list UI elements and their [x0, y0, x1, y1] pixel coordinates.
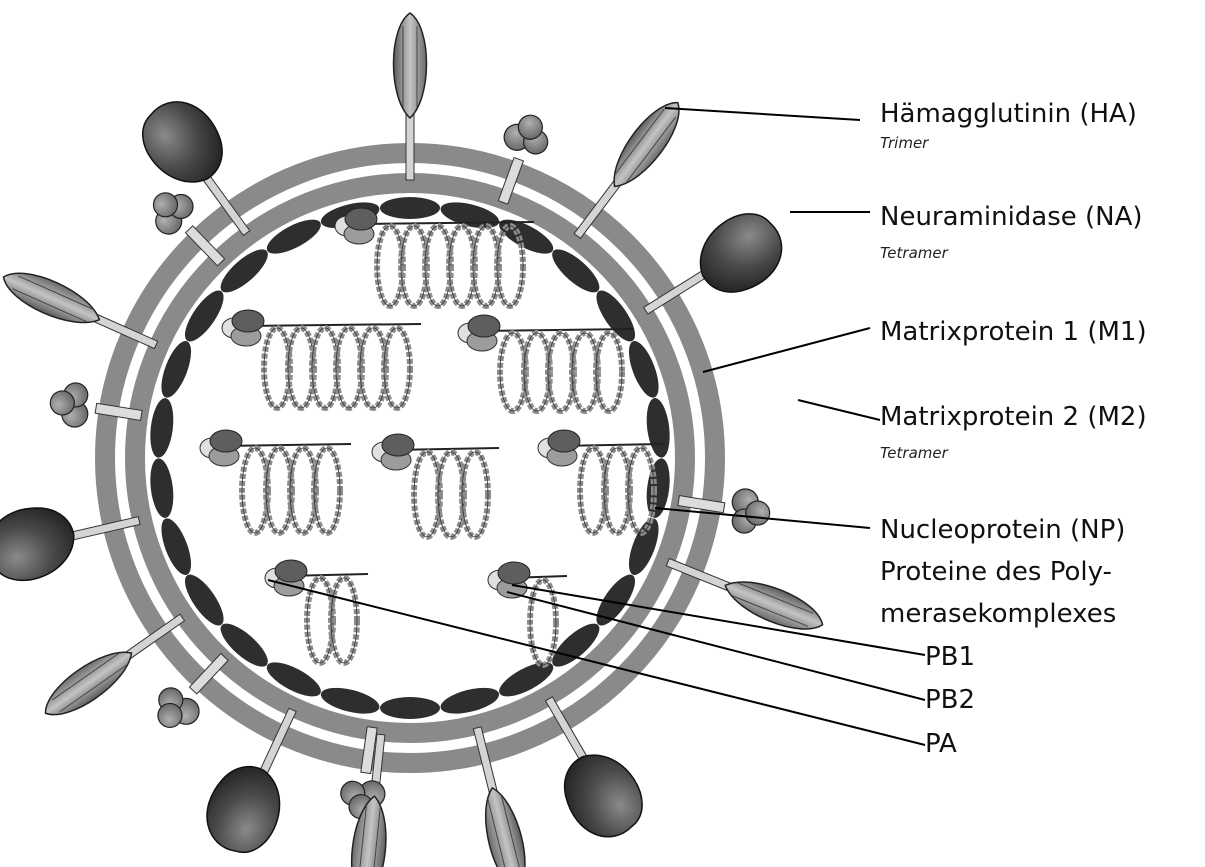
label-matrixprotein-1: Matrixprotein 1 (M1)	[880, 317, 1147, 347]
neuraminidase-spike	[194, 755, 294, 863]
rnp-segment	[538, 430, 665, 533]
label-neuraminidase: Neuraminidase (NA)	[880, 202, 1143, 232]
label-pa: PA	[925, 729, 957, 759]
hemagglutinin-spike	[0, 262, 106, 335]
label-matrixprotein-2-note: Tetramer	[880, 444, 949, 462]
label-nucleoprotein: Nucleoprotein (NP)	[880, 515, 1125, 545]
matrix-protein-m1	[147, 397, 176, 459]
rnp-segment	[488, 562, 567, 665]
rnp-segment	[335, 208, 534, 306]
neuraminidase-spike	[685, 201, 796, 306]
ha-stalk	[406, 110, 414, 180]
polymerase-pb1	[232, 310, 264, 332]
polymerase-pb1	[498, 562, 530, 584]
rnp-segment	[200, 430, 351, 533]
label-polymerase-line2: merasekomplexes	[880, 599, 1116, 629]
rnp-segment	[222, 310, 421, 408]
polymerase-pb1	[468, 315, 500, 337]
polymerase-pb1	[382, 434, 414, 456]
neuraminidase-spike	[129, 87, 237, 198]
label-pb1: PB1	[925, 642, 975, 672]
label-neuraminidase-note: Tetramer	[880, 244, 949, 262]
labels: Hämagglutinin (HA) Trimer Neuraminidase …	[880, 99, 1147, 759]
neuraminidase-spike	[0, 500, 81, 588]
polymerase-pb1	[548, 430, 580, 452]
matrix-protein-m1	[644, 397, 673, 459]
label-hemagglutinin-note: Trimer	[880, 134, 929, 152]
rnp-segment	[265, 560, 368, 663]
matrix-protein-m1	[147, 457, 176, 519]
hemagglutinin-spike	[476, 784, 533, 867]
label-polymerase-line1: Proteine des Poly-	[880, 557, 1112, 587]
label-pb2: PB2	[925, 685, 975, 715]
leader-m1	[703, 328, 870, 372]
matrix-protein-m1	[380, 697, 440, 719]
polymerase-pb1	[345, 208, 377, 230]
hemagglutinin-spike	[394, 13, 427, 118]
polymerase-pb1	[275, 560, 307, 582]
rnp-segment	[372, 434, 499, 537]
leader-ha	[665, 108, 860, 120]
label-hemagglutinin: Hämagglutinin (HA)	[880, 99, 1137, 129]
label-matrixprotein-2: Matrixprotein 2 (M2)	[880, 402, 1147, 432]
hemagglutinin-spike	[36, 640, 141, 727]
leader-m2	[798, 400, 880, 420]
matrix-protein-m1	[380, 197, 440, 219]
neuraminidase-spike	[550, 740, 654, 850]
polymerase-pb1	[210, 430, 242, 452]
rnp-segment	[458, 315, 633, 411]
